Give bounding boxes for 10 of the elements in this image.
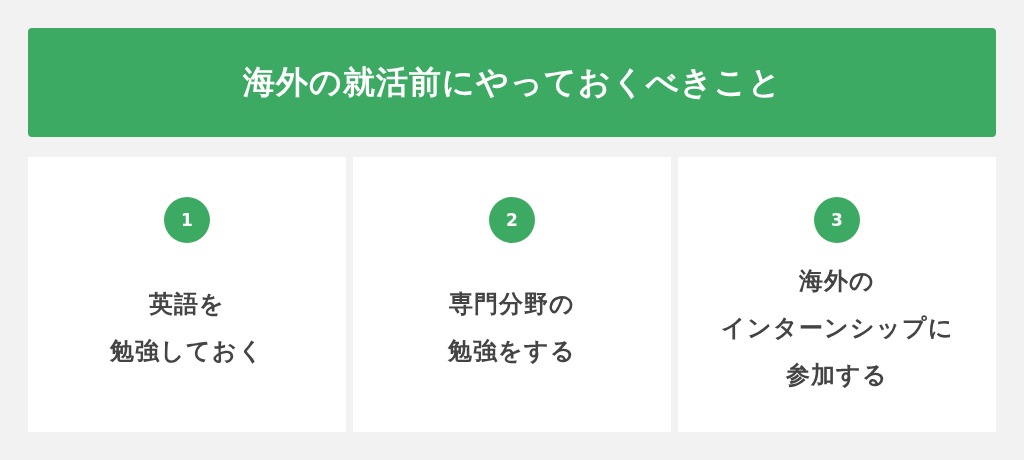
- step-text: 英語を勉強しておく: [110, 289, 264, 367]
- step-text: 海外のインターンシップに参加する: [720, 265, 954, 391]
- step-card: [678, 157, 996, 432]
- step-card: [353, 157, 671, 432]
- step-card: [28, 157, 346, 432]
- step-number-badge: 3: [814, 197, 860, 243]
- step-number-badge: 2: [489, 197, 535, 243]
- step-text: 専門分野の勉強をする: [448, 289, 576, 367]
- title-text: 海外の就活前にやっておくべきこと: [242, 61, 782, 103]
- step-number-badge: 1: [164, 197, 210, 243]
